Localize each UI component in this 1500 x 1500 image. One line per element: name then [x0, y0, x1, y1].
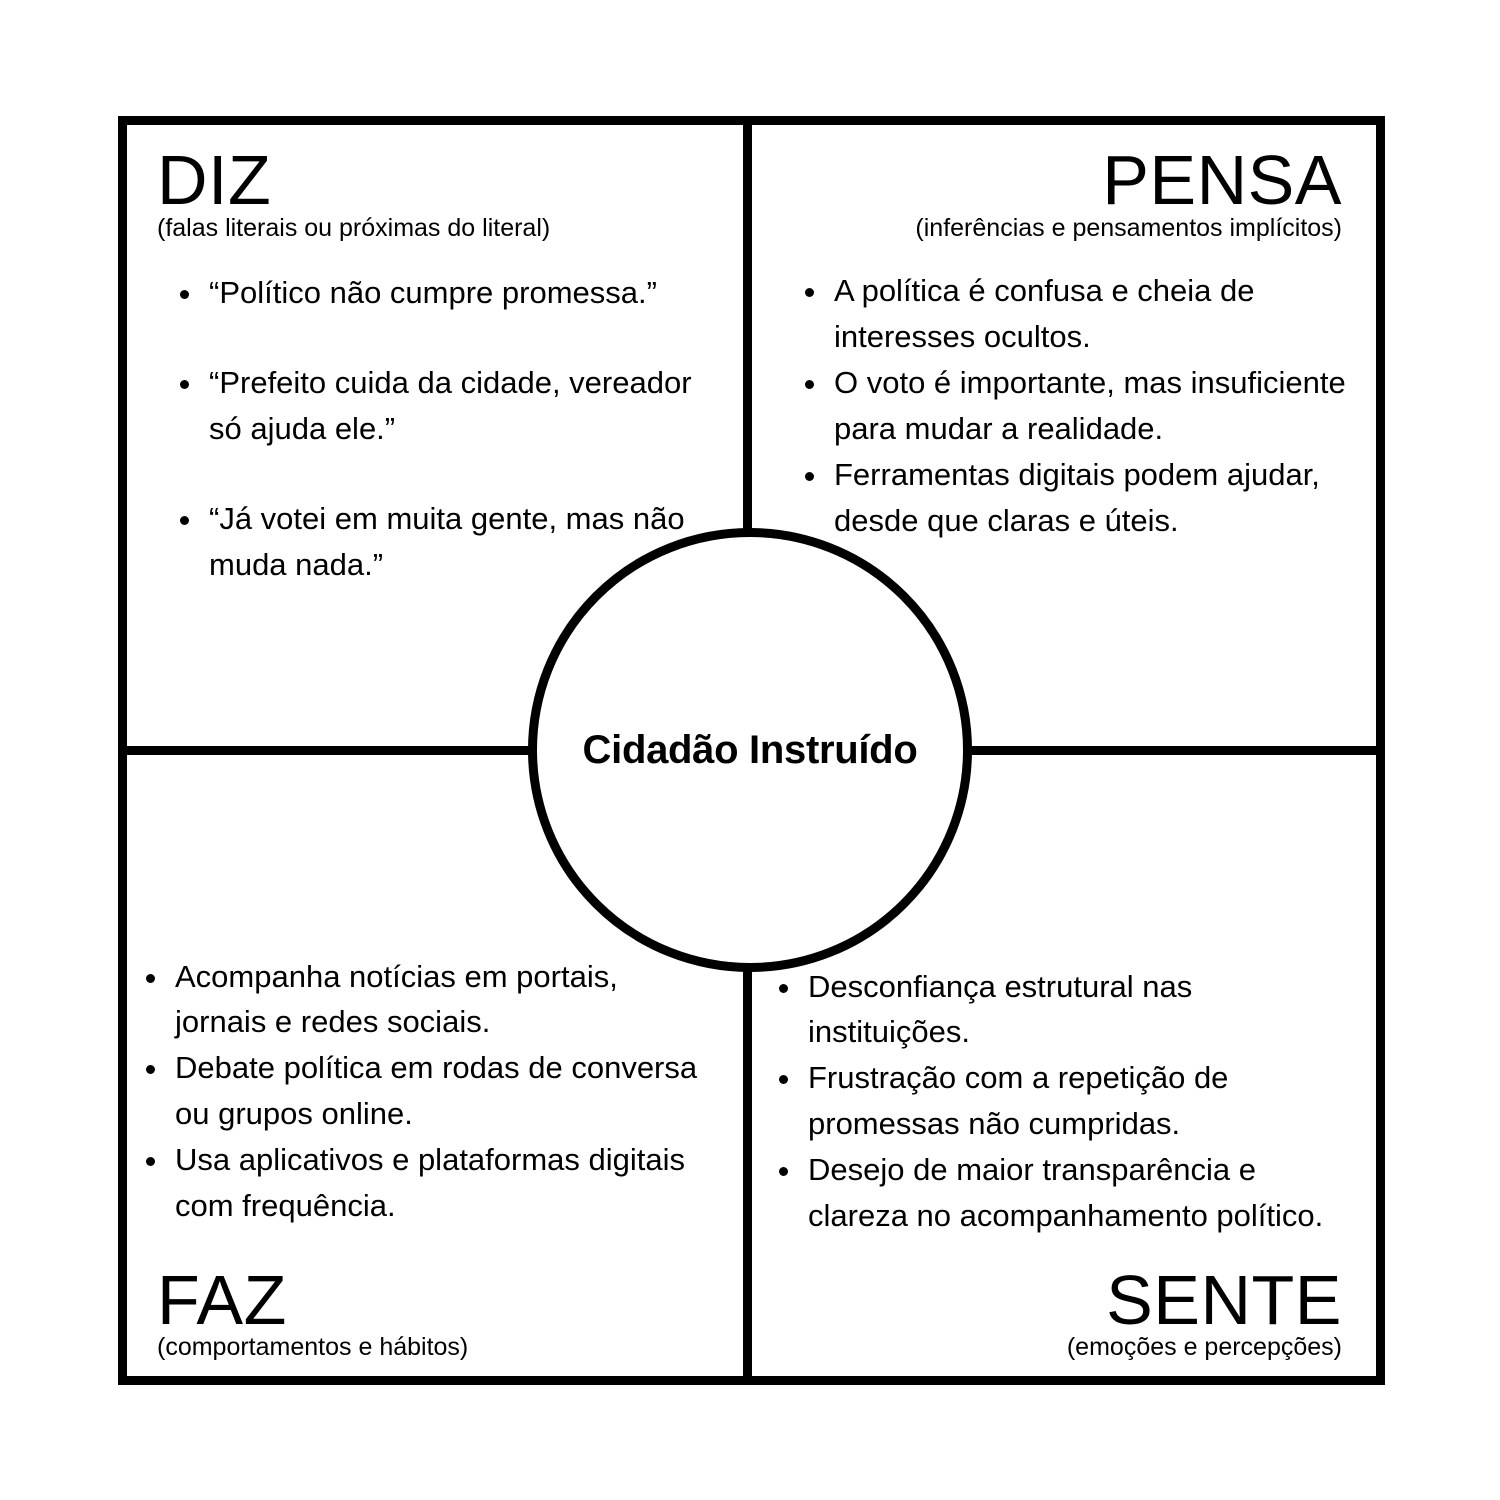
quadrant-faz-list-block: Acompanha notícias em portais, jornais e…	[127, 954, 743, 1229]
list-item: “Já votei em muita gente, mas não muda n…	[205, 496, 710, 588]
quadrant-faz-title: FAZ	[157, 1260, 287, 1339]
list-item: “Prefeito cuida da cidade, vereador só a…	[205, 360, 710, 452]
quadrant-sente-header: SENTE (emoções e percepções)	[752, 1239, 1376, 1376]
quadrant-pensa-list-block: A política é confusa e cheia de interess…	[752, 242, 1376, 543]
quadrant-diz-header: DIZ (falas literais ou próximas do liter…	[127, 125, 743, 242]
quadrant-sente-list-block: Desconfiança estrutural nas instituições…	[752, 964, 1376, 1239]
quadrant-diz-list-block: “Político não cumpre promessa.” “Prefeit…	[127, 242, 743, 587]
list-item: “Político não cumpre promessa.”	[205, 270, 710, 316]
quadrant-pensa: PENSA (inferências e pensamentos implíci…	[752, 125, 1376, 746]
quadrant-sente-list: Desconfiança estrutural nas instituições…	[804, 964, 1344, 1239]
list-item: Debate política em rodas de conversa ou …	[171, 1045, 701, 1137]
quadrant-faz: Acompanha notícias em portais, jornais e…	[127, 755, 743, 1376]
quadrant-diz-subtitle: (falas literais ou próximas do literal)	[157, 213, 551, 242]
quadrant-pensa-title: PENSA	[1102, 141, 1342, 219]
quadrant-sente: Desconfiança estrutural nas instituições…	[752, 755, 1376, 1376]
quadrant-pensa-header: PENSA (inferências e pensamentos implíci…	[752, 125, 1376, 242]
quadrant-diz-list: “Político não cumpre promessa.” “Prefeit…	[205, 270, 710, 587]
list-item: Usa aplicativos e plataformas digitais c…	[171, 1137, 701, 1229]
list-item: Ferramentas digitais podem ajudar, desde…	[830, 452, 1350, 544]
quadrant-diz: DIZ (falas literais ou próximas do liter…	[127, 125, 743, 746]
list-item: A política é confusa e cheia de interess…	[830, 268, 1350, 360]
quadrant-faz-list: Acompanha notícias em portais, jornais e…	[171, 954, 701, 1229]
quadrant-faz-subtitle: (comportamentos e hábitos)	[157, 1333, 469, 1362]
center-circle: Cidadão Instruído	[528, 528, 972, 972]
quadrant-sente-title: SENTE	[1106, 1260, 1342, 1339]
list-item: O voto é importante, mas insuficiente pa…	[830, 360, 1350, 452]
list-item: Desejo de maior transparência e clareza …	[804, 1147, 1344, 1239]
quadrant-sente-subtitle: (emoções e percepções)	[1066, 1333, 1342, 1362]
list-item: Acompanha notícias em portais, jornais e…	[171, 954, 701, 1046]
quadrant-diz-title: DIZ	[157, 141, 272, 219]
center-label: Cidadão Instruído	[582, 727, 918, 772]
list-item: Desconfiança estrutural nas instituições…	[804, 964, 1344, 1056]
quadrant-pensa-subtitle: (inferências e pensamentos implícitos)	[915, 213, 1342, 242]
list-item: Frustração com a repetição de promessas …	[804, 1055, 1344, 1147]
quadrant-pensa-list: A política é confusa e cheia de interess…	[830, 268, 1350, 543]
quadrant-faz-header: FAZ (comportamentos e hábitos)	[127, 1229, 743, 1376]
